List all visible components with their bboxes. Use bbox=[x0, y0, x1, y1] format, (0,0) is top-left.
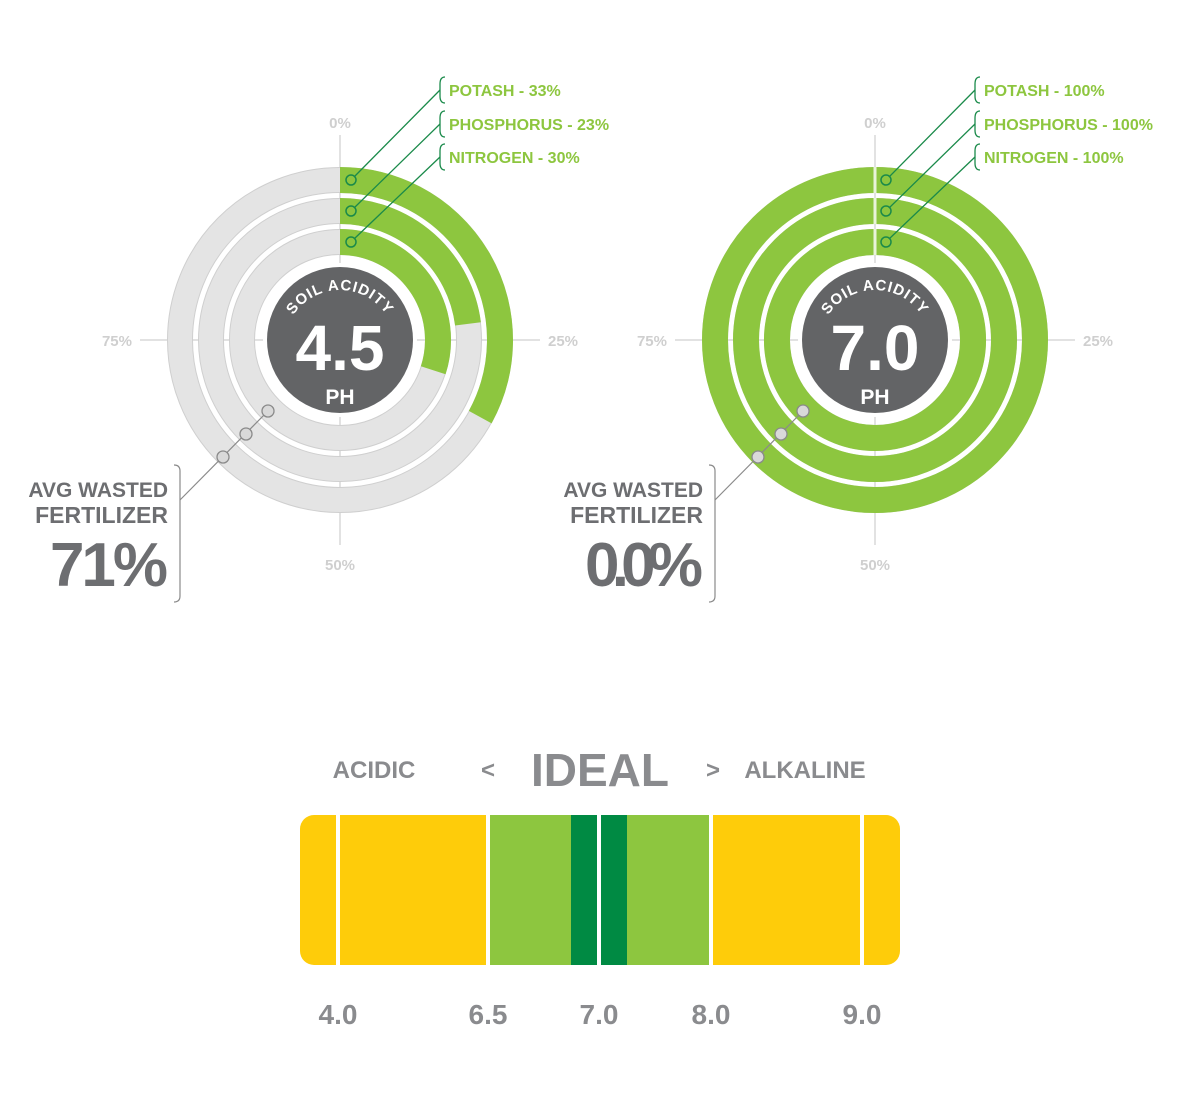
soil-gauge-2: 0% 25% 50% 75% POTASH - 100% PHOSPHORUS - 100… bbox=[563, 76, 1153, 603]
legend-dot-nitrogen bbox=[345, 236, 357, 248]
ring-bar-potash bbox=[702, 167, 1048, 514]
wasted-label-line1: AVG WASTED bbox=[28, 479, 168, 502]
legend-leader-nitrogen bbox=[353, 156, 441, 240]
legend-bracket-potash bbox=[439, 76, 446, 104]
wasted-bracket bbox=[173, 464, 181, 603]
ring-bar-nitrogen bbox=[764, 229, 986, 452]
wasted-dot-3 bbox=[751, 450, 765, 464]
center-disc bbox=[267, 267, 413, 413]
legend-label-nitrogen: NITROGEN - 30% bbox=[449, 150, 580, 167]
wasted-value: 0.0% bbox=[585, 531, 703, 600]
legend-dot-potash bbox=[345, 174, 357, 186]
scale-heading-ideal: IDEAL bbox=[531, 744, 669, 796]
axis-label-75: 75% bbox=[637, 333, 667, 350]
legend-label-phosphorus: PHOSPHORUS - 23% bbox=[449, 117, 609, 134]
legend-label-potash: POTASH - 33% bbox=[449, 83, 561, 100]
center-value: 7.0 bbox=[831, 312, 920, 384]
scale-tick-label: 4.0 bbox=[319, 999, 358, 1030]
axis-label-50: 50% bbox=[325, 557, 355, 574]
legend-label-potash: POTASH - 100% bbox=[984, 83, 1105, 100]
legend-bracket-phosphorus bbox=[974, 110, 981, 138]
legend-leader-potash bbox=[888, 89, 976, 178]
legend-bracket-potash bbox=[974, 76, 981, 104]
wasted-dot-1 bbox=[261, 404, 275, 418]
legend-dot-phosphorus bbox=[345, 205, 357, 217]
ph-scale: 4.0 6.5 7.0 8.0 9.0 ACIDIC < IDEAL > ALKALINE bbox=[300, 744, 900, 1030]
wasted-dot-2 bbox=[239, 427, 253, 441]
legend-dot-potash bbox=[880, 174, 892, 186]
legend-leader-potash bbox=[353, 89, 441, 178]
scale-heading-lt: < bbox=[481, 757, 495, 784]
legend-bracket-nitrogen bbox=[439, 143, 446, 171]
scale-tick-label: 7.0 bbox=[580, 999, 619, 1030]
ring-bar-potash bbox=[339, 167, 513, 424]
scale-tick-label: 9.0 bbox=[843, 999, 882, 1030]
center-unit: PH bbox=[860, 386, 889, 409]
wasted-label-line2: FERTILIZER bbox=[570, 502, 703, 528]
ring-bar-phosphorus bbox=[733, 198, 1017, 483]
axis-label-0: 0% bbox=[329, 115, 351, 132]
legend-label-phosphorus: PHOSPHORUS - 100% bbox=[984, 117, 1153, 134]
center-disc bbox=[802, 267, 948, 413]
wasted-label-line1: AVG WASTED bbox=[563, 479, 703, 502]
scale-heading-alkaline: ALKALINE bbox=[744, 757, 865, 784]
axis-label-25: 25% bbox=[548, 333, 578, 350]
axis-label-50: 50% bbox=[860, 557, 890, 574]
soil-gauge-1: 0% 25% 50% 75% POTASH - 33% PHOSPHORUS - 23% N… bbox=[28, 76, 609, 603]
legend-dot-phosphorus bbox=[880, 205, 892, 217]
legend-label-nitrogen: NITROGEN - 100% bbox=[984, 150, 1124, 167]
wasted-value: 71% bbox=[50, 531, 168, 600]
legend-leader-nitrogen bbox=[888, 156, 976, 240]
wasted-bracket bbox=[708, 464, 716, 603]
wasted-dot-1 bbox=[796, 404, 810, 418]
axis-label-75: 75% bbox=[102, 333, 132, 350]
legend-leader-phosphorus bbox=[888, 123, 976, 209]
axis-label-0: 0% bbox=[864, 115, 886, 132]
scale-tick-label: 8.0 bbox=[692, 999, 731, 1030]
center-unit: PH bbox=[325, 386, 354, 409]
legend-dot-nitrogen bbox=[880, 236, 892, 248]
wasted-dot-2 bbox=[774, 427, 788, 441]
wasted-dot-3 bbox=[216, 450, 230, 464]
legend-leader-phosphorus bbox=[353, 123, 441, 209]
scale-heading-gt: > bbox=[706, 757, 720, 784]
scale-heading-acidic: ACIDIC bbox=[333, 757, 416, 784]
ring-bar-nitrogen bbox=[339, 229, 451, 375]
scale-tick-label: 6.5 bbox=[469, 999, 508, 1030]
wasted-label-line2: FERTILIZER bbox=[35, 502, 168, 528]
ring-bar-phosphorus bbox=[339, 198, 481, 326]
axis-label-25: 25% bbox=[1083, 333, 1113, 350]
center-value: 4.5 bbox=[296, 312, 385, 384]
legend-bracket-nitrogen bbox=[974, 143, 981, 171]
legend-bracket-phosphorus bbox=[439, 110, 446, 138]
